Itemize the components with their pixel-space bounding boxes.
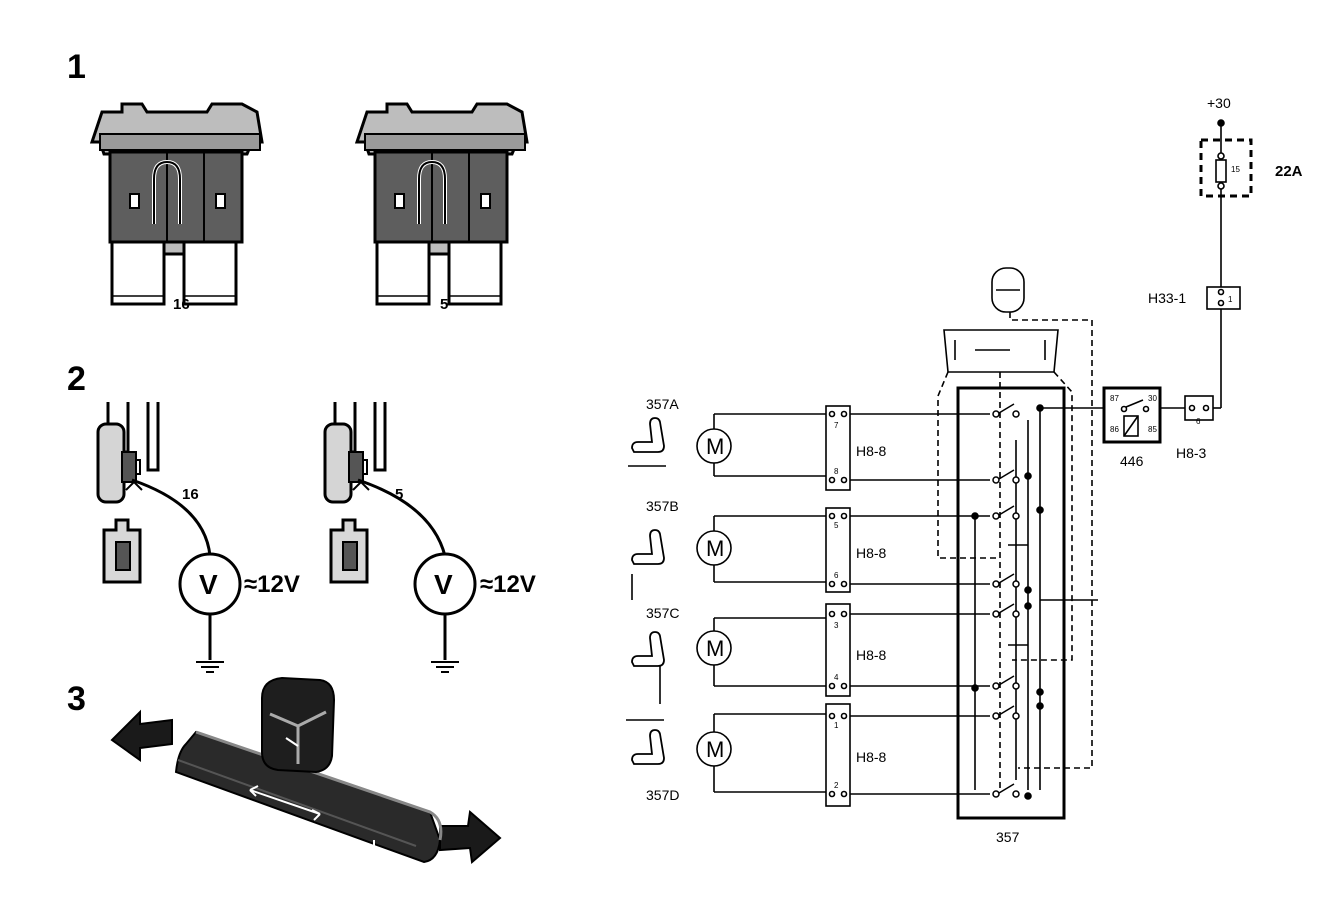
relay-label: 446 <box>1120 453 1144 469</box>
fuse-number: 15 <box>1231 165 1240 174</box>
pin-8: 8 <box>834 467 839 476</box>
probe-label-5: 5 <box>395 486 403 503</box>
motor-symbol: M <box>706 434 724 459</box>
step-number-2: 2 <box>67 360 86 398</box>
voltage-reading-b: ≈12V <box>480 571 536 598</box>
voltmeter-symbol: V <box>434 569 453 600</box>
pin-5: 5 <box>834 521 839 530</box>
motor-label-357C: 357C <box>646 605 679 621</box>
arrow-left-icon <box>110 709 173 762</box>
voltmeter-symbol: V <box>199 569 218 600</box>
pin-3: 3 <box>834 621 839 630</box>
relay-pin-85: 85 <box>1148 425 1157 434</box>
motor-row-357D <box>626 702 1044 807</box>
pin-1: 1 <box>834 721 839 730</box>
pin-7: 7 <box>834 421 839 430</box>
relay-pin-30: 30 <box>1148 394 1157 403</box>
connector-label-b: H8-8 <box>856 545 887 561</box>
motor-symbol: M <box>706 636 724 661</box>
relay-box <box>1102 386 1162 444</box>
fusebox-label: 22A <box>1275 163 1303 180</box>
motor-row-357C <box>631 602 1044 704</box>
motor-label-357B: 357B <box>646 498 679 514</box>
voltage-reading-a: ≈12V <box>244 571 300 598</box>
seat-switch-illustration <box>110 676 502 864</box>
ground-icon <box>195 661 225 673</box>
connector-label-a: H8-8 <box>856 443 887 459</box>
fuse-illustration-5 <box>355 102 529 306</box>
fuse-label-5: 5 <box>440 296 448 313</box>
connector-label-d: H8-8 <box>856 749 887 765</box>
voltage-test-5: V <box>323 400 477 673</box>
connector-label-c: H8-8 <box>856 647 887 663</box>
motor-symbol: M <box>706 536 724 561</box>
motor-row-357A <box>628 403 1044 491</box>
relay-pin-87: 87 <box>1110 394 1119 403</box>
motor-row-357B <box>631 505 1044 600</box>
switch-unit-label: 357 <box>996 829 1020 845</box>
pin-2: 2 <box>834 781 839 790</box>
voltage-test-16: V <box>96 400 242 673</box>
arrow-right-icon <box>439 810 502 864</box>
fuse-label-16: 16 <box>173 296 190 313</box>
motor-label-357D: 357D <box>646 787 679 803</box>
connector-h8-3-label: H8-3 <box>1176 445 1207 461</box>
step-number-3: 3 <box>67 680 86 718</box>
switch-module-frame <box>956 386 1066 820</box>
pin-4: 4 <box>834 673 839 682</box>
motor-symbol: M <box>706 737 724 762</box>
motor-label-357A: 357A <box>646 396 679 412</box>
pin-6: 6 <box>834 571 839 580</box>
connector-h33-pin: 1 <box>1228 295 1233 304</box>
probe-label-16: 16 <box>182 486 199 503</box>
supply-label: +30 <box>1207 95 1231 111</box>
wiring-diagram <box>626 119 1253 820</box>
fusebox-frame <box>1199 138 1253 198</box>
fuse-illustration-16 <box>90 102 264 306</box>
relay-pin-86: 86 <box>1110 425 1119 434</box>
connector-h8-3-pin: 6 <box>1196 417 1201 426</box>
connector-h33-label: H33-1 <box>1148 290 1186 306</box>
ground-icon <box>430 661 460 673</box>
step-number-1: 1 <box>67 48 86 86</box>
